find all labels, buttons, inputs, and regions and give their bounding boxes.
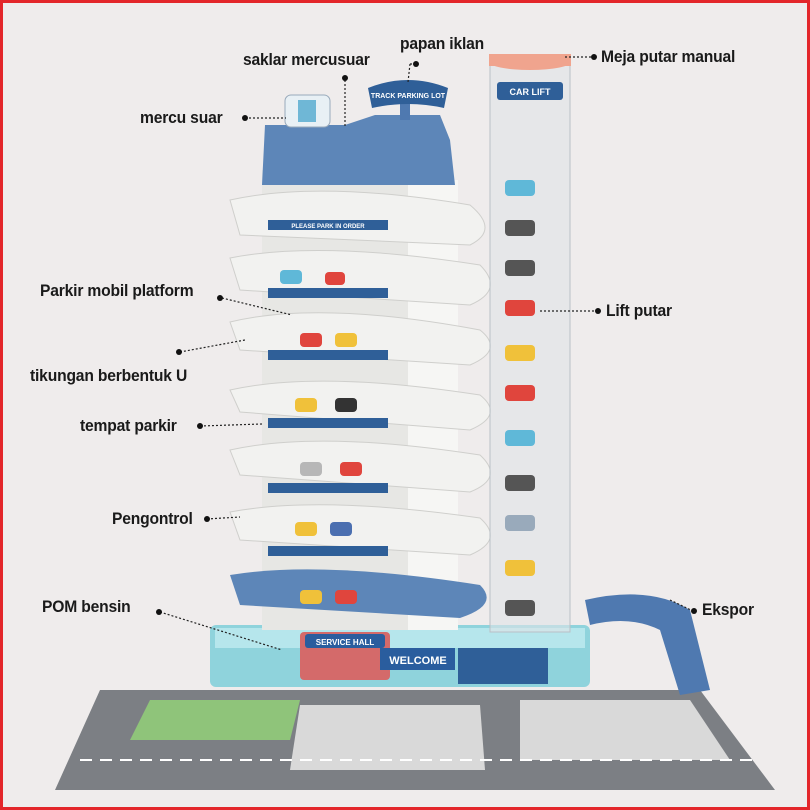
label-exit: Ekspor	[702, 600, 754, 619]
floor-sign-strip	[268, 288, 388, 298]
car	[505, 180, 535, 196]
car	[335, 590, 357, 604]
floor-sign: PLEASE PARK IN ORDER	[291, 224, 365, 230]
label-gas-station: POM bensin	[42, 597, 131, 616]
label-u-turn: tikungan berbentuk U	[30, 366, 188, 385]
car	[280, 270, 302, 284]
floor-sign-strip	[268, 483, 388, 493]
floor-ramp	[229, 504, 491, 556]
floor-ramp	[229, 190, 486, 246]
label-lighthouse-switch: saklar mercusuar	[243, 50, 370, 69]
label-platform-parking: Parkir mobil platform	[40, 281, 194, 300]
car	[505, 260, 535, 276]
turntable-rim	[489, 54, 571, 66]
car	[300, 590, 322, 604]
floor-ramp	[229, 380, 491, 431]
mat-lot	[520, 700, 730, 760]
label-parking-spot: tempat parkir	[80, 416, 177, 435]
car	[505, 345, 535, 361]
welcome-banner	[380, 648, 455, 670]
car	[505, 220, 535, 236]
floor-sign-strip	[268, 350, 388, 360]
car	[505, 515, 535, 531]
billboard: TRACK PARKING LOT	[368, 80, 448, 120]
car	[295, 398, 317, 412]
lighthouse-clock-panel	[298, 100, 316, 122]
lift-entrance-panel	[458, 648, 548, 684]
mat-lot	[290, 705, 485, 770]
leader-lines	[159, 56, 694, 651]
car	[505, 300, 535, 316]
exit-ramp	[585, 594, 710, 695]
billboard-post	[400, 100, 410, 120]
car-lift-tube: CAR LIFT	[489, 54, 571, 633]
car	[295, 522, 317, 536]
service-hall-sign: SERVICE HALL	[316, 638, 375, 647]
car	[505, 600, 535, 616]
car	[505, 475, 535, 491]
label-billboard: papan iklan	[400, 34, 485, 53]
car	[300, 462, 322, 476]
roof	[262, 115, 455, 185]
car	[505, 385, 535, 401]
floor-sign-strip	[268, 418, 388, 428]
leader-dots	[156, 54, 697, 615]
label-controller: Pengontrol	[112, 509, 193, 528]
service-hall-banner	[305, 634, 385, 648]
floors	[229, 190, 491, 618]
label-manual-turntable: Meja putar manual	[601, 47, 736, 66]
parked-cars	[280, 270, 362, 604]
mat-grass	[130, 700, 300, 740]
car	[340, 462, 362, 476]
car	[300, 333, 322, 347]
car	[505, 430, 535, 446]
label-lighthouse: mercu suar	[140, 108, 223, 127]
floor-sign-strip	[268, 220, 388, 230]
label-rotating-lift: Lift putar	[606, 301, 672, 320]
floor-sign-strip	[268, 546, 388, 556]
car	[325, 272, 345, 285]
ground-ramp	[230, 569, 487, 618]
welcome-sign: WELCOME	[389, 655, 446, 667]
car	[335, 333, 357, 347]
car	[505, 560, 535, 576]
lift-sign-panel	[497, 82, 563, 100]
car	[335, 398, 357, 412]
billboard-sign: TRACK PARKING LOT	[371, 93, 446, 100]
car	[330, 522, 352, 536]
lift-cars	[505, 180, 535, 616]
billboard-panel	[368, 80, 448, 108]
lift-sign: CAR LIFT	[510, 87, 551, 97]
